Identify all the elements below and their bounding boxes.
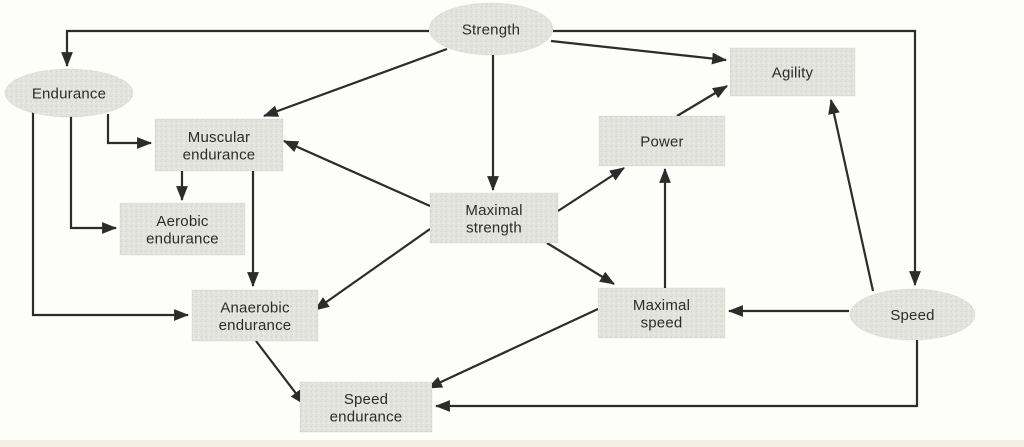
endurance-ellipse [4,68,134,118]
node-power: Power [598,115,726,167]
speed-label: Speed [890,307,934,324]
edge-maximal-speed-to-speed-endurance [427,308,599,389]
edge-strength-to-muscular-endurance [262,47,448,118]
strength-ellipse [428,2,554,56]
maximal-speed-box [597,287,726,339]
speed-ellipse [849,288,976,341]
endurance-label: Endurance [32,86,106,103]
aerobic-endurance-box [119,202,246,256]
edge-maximal-strength-to-maximal-speed [546,242,615,285]
edge-endurance-to-muscular-endurance [106,114,153,149]
agility-label: Agility [772,65,814,82]
edge-speed-to-speed-endurance [434,340,919,412]
edge-strength-to-speed [553,29,921,287]
edge-maximal-strength-to-muscular [283,139,431,208]
edge-maximal-strength-to-power [557,167,625,212]
node-speed: Speed [849,288,976,341]
edge-endurance-to-aerobic-endurance [69,115,118,234]
edge-endurance-to-anaerobic-endurance [31,110,190,321]
power-box [598,115,726,167]
node-strength: Strength [428,2,554,56]
edge-strength-to-agility [550,39,728,65]
anaerobic-endurance-box [191,289,319,342]
edge-power-to-agility [676,85,728,117]
maximal-strength-box [429,192,559,244]
edge-strength-to-endurance [61,29,429,68]
edge-anaerobic-to-speed-endurance [255,340,305,405]
agility-box [729,47,856,97]
node-endurance: Endurance [4,68,134,118]
page-bottom-edge [0,440,1024,447]
speed-endurance-box [299,381,433,433]
edge-speed-to-agility [828,98,875,292]
strength-label: Strength [462,22,520,39]
muscular-endurance-box [154,118,284,172]
edge-maximal-strength-to-anaerobic [314,228,431,311]
edges-layer [31,29,921,412]
node-agility: Agility [729,47,856,97]
power-label: Power [640,134,684,151]
